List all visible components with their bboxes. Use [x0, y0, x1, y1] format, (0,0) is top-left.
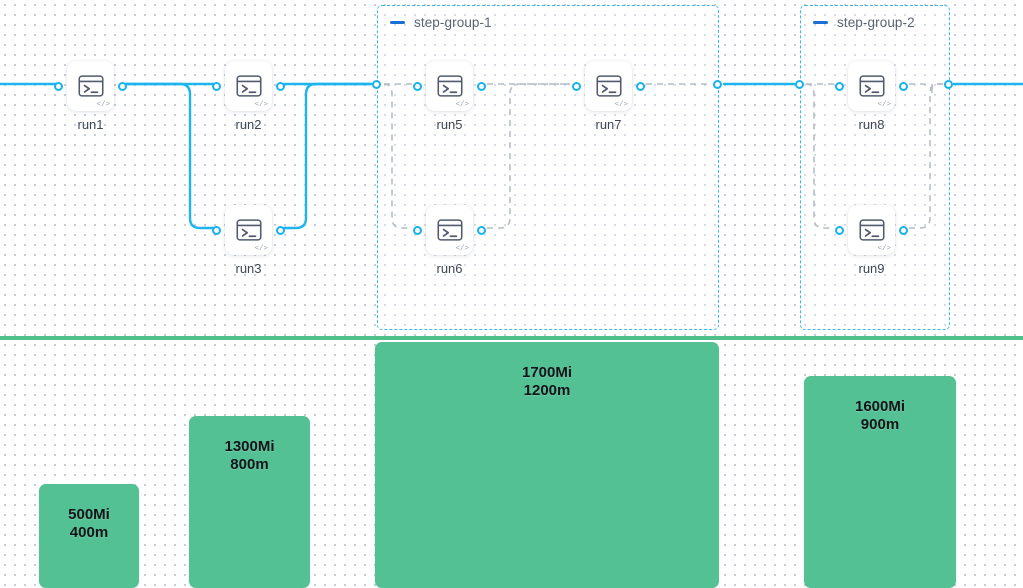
node-label: run5: [436, 117, 463, 132]
code-badge-icon: </>: [254, 100, 268, 109]
code-badge-icon: </>: [455, 100, 469, 109]
section-divider: [0, 336, 1023, 340]
node-output-handle[interactable]: [636, 81, 645, 91]
node-input-handle[interactable]: [54, 81, 63, 91]
node-output-handle[interactable]: [276, 81, 285, 91]
memory-value: 1700Mi: [521, 364, 573, 381]
node-run8[interactable]: </> run8: [835, 61, 908, 132]
group-2-output-handle[interactable]: [944, 79, 953, 89]
node-run3[interactable]: </> run3: [212, 205, 285, 276]
node-run7[interactable]: </> run7: [572, 61, 645, 132]
cpu-value: 400m: [69, 524, 109, 542]
code-badge-icon: </>: [877, 100, 891, 109]
code-badge-icon: </>: [254, 244, 268, 253]
memory-value: 1600Mi: [854, 398, 906, 415]
code-badge-icon: </>: [614, 100, 628, 109]
node-input-handle[interactable]: [413, 81, 422, 91]
node-label: run1: [77, 117, 104, 132]
node-label: run3: [235, 261, 262, 276]
node-output-handle[interactable]: [276, 225, 285, 235]
node-output-handle[interactable]: [899, 81, 908, 91]
code-badge-icon: </>: [455, 244, 469, 253]
node-output-handle[interactable]: [477, 225, 486, 235]
terminal-icon: [235, 219, 262, 241]
node-label: run7: [595, 117, 622, 132]
edge-run1-run3: [124, 82, 216, 230]
memory-value: 500Mi: [68, 506, 110, 523]
terminal-icon: [858, 219, 885, 241]
node-run6[interactable]: </> run6: [413, 205, 486, 276]
group-1-output-handle[interactable]: [713, 79, 722, 89]
collapse-dash-icon[interactable]: [390, 21, 405, 24]
node-run2[interactable]: </> run2: [212, 61, 285, 132]
group-1-input-handle[interactable]: [372, 79, 381, 89]
node-input-handle[interactable]: [212, 225, 221, 235]
code-badge-icon: </>: [877, 244, 891, 253]
node-label: run8: [858, 117, 885, 132]
node-input-handle[interactable]: [212, 81, 221, 91]
node-label: run9: [858, 261, 885, 276]
terminal-icon: [436, 219, 463, 241]
node-output-handle[interactable]: [118, 81, 127, 91]
group-header[interactable]: step-group-2: [813, 15, 915, 30]
terminal-icon: [858, 75, 885, 97]
group-label: step-group-2: [837, 15, 915, 30]
group-step-group-2[interactable]: step-group-2: [800, 5, 950, 330]
node-output-handle[interactable]: [477, 81, 486, 91]
terminal-icon: [77, 75, 104, 97]
node-input-handle[interactable]: [413, 225, 422, 235]
memory-value: 1300Mi: [224, 438, 275, 455]
group-step-group-1[interactable]: step-group-1: [377, 5, 719, 330]
collapse-dash-icon[interactable]: [813, 21, 828, 24]
node-label: run6: [436, 261, 463, 276]
cpu-value: 800m: [230, 456, 269, 474]
node-input-handle[interactable]: [572, 81, 581, 91]
node-run1[interactable]: </> run1: [54, 61, 127, 132]
group-2-input-handle[interactable]: [795, 79, 804, 89]
node-input-handle[interactable]: [835, 225, 844, 235]
node-run9[interactable]: </> run9: [835, 205, 908, 276]
node-input-handle[interactable]: [835, 81, 844, 91]
cpu-value: 1200m: [523, 382, 571, 400]
cpu-value: 900m: [860, 416, 900, 434]
group-label: step-group-1: [414, 15, 492, 30]
node-output-handle[interactable]: [899, 225, 908, 235]
terminal-icon: [595, 75, 622, 97]
group-header[interactable]: step-group-1: [390, 15, 492, 30]
node-label: run2: [235, 117, 262, 132]
terminal-icon: [436, 75, 463, 97]
code-badge-icon: </>: [96, 100, 110, 109]
terminal-icon: [235, 75, 262, 97]
edge-run3-group1: [282, 82, 373, 230]
node-run5[interactable]: </> run5: [413, 61, 486, 132]
